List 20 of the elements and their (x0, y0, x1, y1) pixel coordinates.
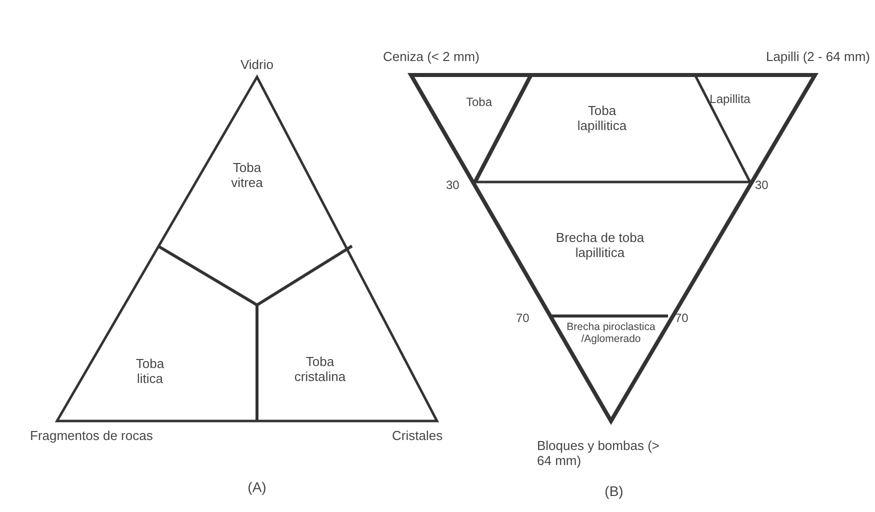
tick-label: 30 (755, 178, 770, 193)
field-label: Brecha piroclastica /Aglomerado (566, 321, 656, 345)
field-label: Brecha de toba lapillitica (554, 230, 646, 260)
field-label: Lapillita (709, 92, 751, 107)
field-label: Toba (465, 95, 493, 110)
vertex-label: Fragmentos de rocas (30, 428, 154, 443)
field-label: Toba lapillitica (576, 103, 628, 133)
field-label: Toba cristalina (293, 354, 347, 384)
vertex-label: Ceniza (< 2 mm) (383, 49, 480, 64)
field-label: Toba vitrea (230, 160, 264, 190)
vertex-label: Bloques y bombas (> 64 mm) (537, 438, 660, 468)
vertex-label: Lapilli (2 - 64 mm) (764, 49, 870, 64)
field-label: Toba litica (134, 356, 166, 386)
tick-label: 30 (446, 178, 460, 193)
tick-label: 70 (516, 311, 530, 326)
tick-label: 70 (675, 311, 690, 326)
panel-label: (B) (604, 484, 624, 499)
vertex-label: Vidrio (240, 57, 274, 72)
panel-label: (A) (247, 480, 267, 495)
vertex-label: Cristales (392, 428, 444, 443)
